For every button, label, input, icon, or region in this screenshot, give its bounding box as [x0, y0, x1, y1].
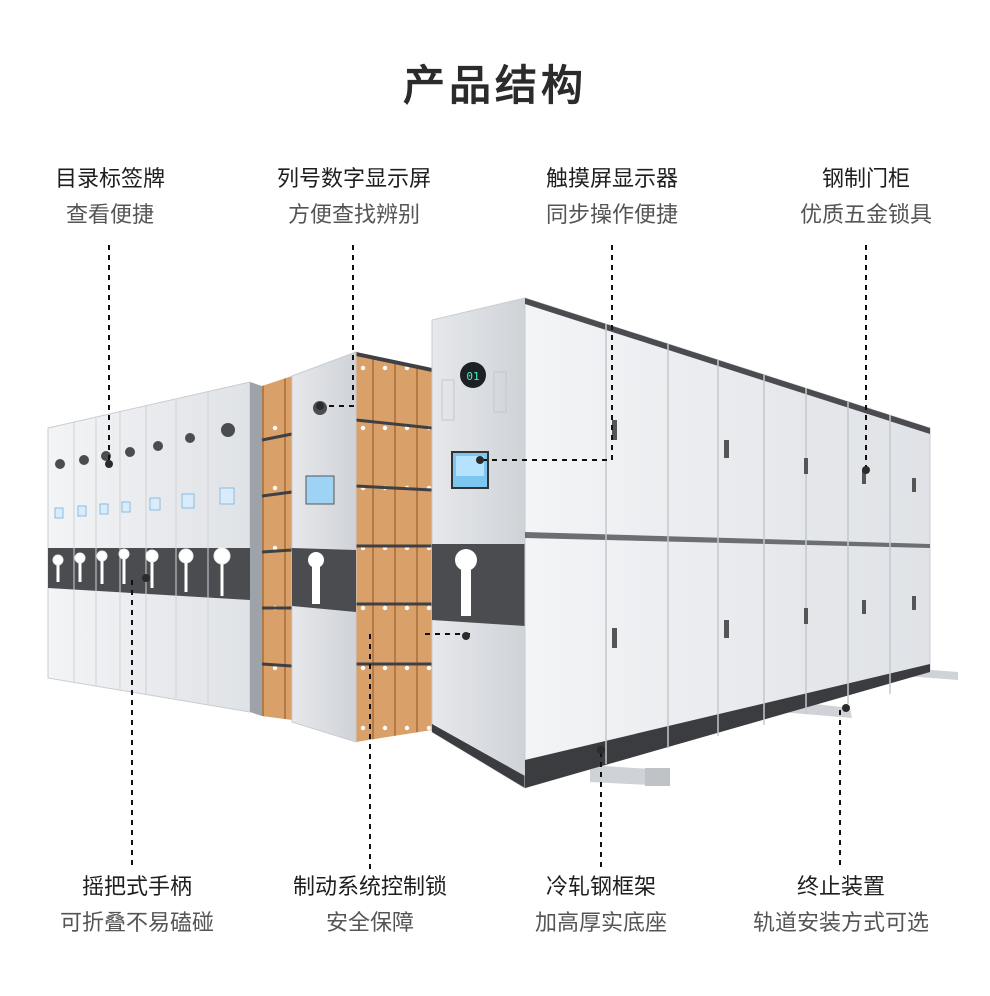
marker-dots	[105, 402, 870, 754]
feature-heading: 钢制门柜	[821, 167, 910, 192]
feature-heading: 摇把式手柄	[81, 875, 192, 900]
feature-subtext: 可折叠不易磕碰	[59, 911, 214, 936]
page-title: 产品结构	[402, 61, 587, 110]
feature-subtext: 加高厚实底座	[534, 911, 667, 936]
feature-label-catalog-tag: 目录标签牌 查看便捷	[0, 165, 225, 231]
feature-subtext: 安全保障	[325, 911, 414, 936]
feature-label-crank-handle: 摇把式手柄 可折叠不易磕碰	[22, 873, 252, 939]
feature-heading: 制动系统控制锁	[292, 875, 447, 900]
feature-heading: 列号数字显示屏	[276, 167, 431, 192]
feature-heading: 终止装置	[796, 875, 885, 900]
feature-subtext: 优质五金锁具	[799, 203, 932, 228]
floor-rails	[590, 668, 958, 786]
leader-lines	[108, 245, 867, 870]
middle-cabinet	[291, 351, 357, 743]
feature-label-digital-display: 列号数字显示屏 方便查找辨别	[239, 165, 469, 231]
front-cabinet: 01	[431, 297, 931, 789]
open-shelf-left	[261, 352, 433, 742]
feature-subtext: 方便查找辨别	[287, 203, 420, 228]
feature-subtext: 同步操作便捷	[545, 203, 678, 228]
feature-label-steel-frame: 冷轧钢框架 加高厚实底座	[486, 873, 716, 939]
feature-label-steel-door: 钢制门柜 优质五金锁具	[751, 165, 981, 231]
feature-heading: 冷轧钢框架	[545, 875, 656, 900]
left-cabinet-row	[47, 381, 262, 716]
feature-label-stop-device: 终止装置 轨道安装方式可选	[726, 873, 956, 939]
feature-label-touch-screen: 触摸屏显示器 同步操作便捷	[497, 165, 727, 231]
column-number-display: 01	[466, 370, 479, 383]
feature-label-brake-lock: 制动系统控制锁 安全保障	[255, 873, 485, 939]
feature-subtext: 轨道安装方式可选	[752, 911, 929, 936]
feature-heading: 目录标签牌	[54, 167, 165, 192]
feature-heading: 触摸屏显示器	[545, 167, 678, 192]
feature-subtext: 查看便捷	[65, 203, 154, 228]
